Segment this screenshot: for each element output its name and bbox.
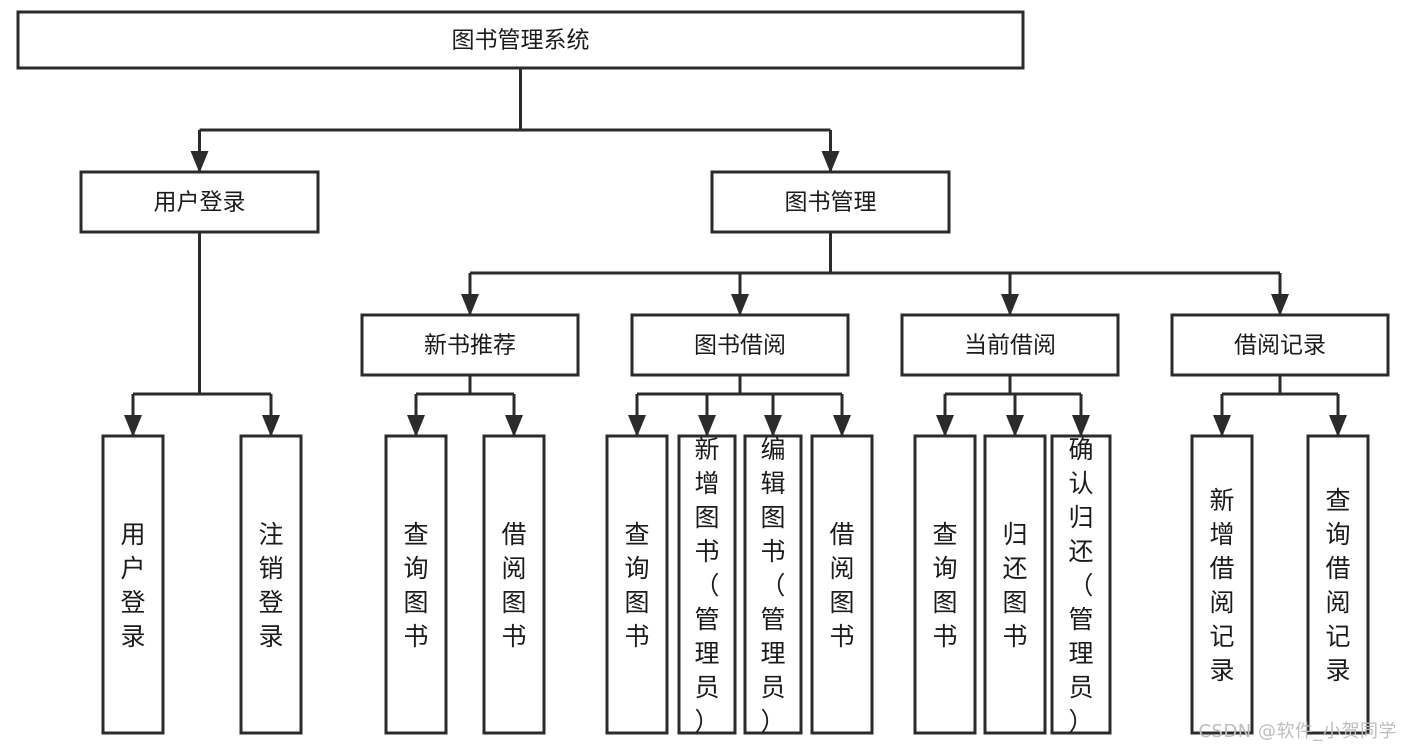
node-layer: 图书管理系统用户登录图书管理新书推荐图书借阅当前借阅借阅记录用户登录注销登录查询…: [16, 10, 1390, 736]
node-box[interactable]: [360, 313, 580, 377]
node-label: 查询图书: [624, 520, 649, 651]
node-label: 借阅图书: [829, 520, 854, 651]
node-b2[interactable]: 新增图书（管理员）: [677, 434, 737, 736]
node-c2[interactable]: 归还图书: [983, 434, 1047, 735]
node-label: 查询图书: [932, 520, 957, 651]
node-b1[interactable]: 查询图书: [605, 434, 669, 735]
node-r1[interactable]: 新增借阅记录: [1190, 434, 1254, 735]
node-label: 确认归还（管理员）: [1068, 435, 1093, 736]
node-box[interactable]: [983, 434, 1047, 735]
arrow-head-icon: [1271, 294, 1289, 316]
node-box[interactable]: [384, 434, 448, 735]
node-box[interactable]: [605, 434, 669, 735]
arrow-head-icon: [1006, 415, 1024, 437]
node-box[interactable]: [810, 434, 874, 735]
node-label: 新增借阅记录: [1209, 486, 1234, 685]
connector-group-root: [190, 68, 840, 173]
arrow-head-icon: [698, 415, 716, 437]
node-label: 查询图书: [403, 520, 428, 651]
connector-layer: [124, 68, 1347, 437]
node-label: 编辑图书（管理员）: [760, 435, 785, 736]
connector-group-borrow: [628, 375, 851, 437]
node-box[interactable]: [1306, 434, 1370, 735]
node-c3[interactable]: 确认归还（管理员）: [1050, 434, 1112, 736]
node-box[interactable]: [677, 434, 737, 735]
node-label: 查询借阅记录: [1325, 486, 1350, 685]
node-label: 图书管理: [785, 190, 877, 216]
node-label: 借阅图书: [501, 520, 526, 651]
node-borrow[interactable]: 图书借阅: [630, 313, 850, 377]
node-box[interactable]: [239, 434, 303, 735]
arrow-head-icon: [1213, 415, 1231, 437]
node-box[interactable]: [1190, 434, 1254, 735]
node-box[interactable]: [710, 170, 951, 234]
node-label: 图书借阅: [694, 333, 786, 359]
node-label: 用户登录: [154, 190, 246, 216]
node-bookmgmt[interactable]: 图书管理: [710, 170, 951, 234]
connector-group-current: [936, 375, 1090, 437]
node-box[interactable]: [630, 313, 850, 377]
node-b4[interactable]: 借阅图书: [810, 434, 874, 735]
connector-group-records: [1213, 375, 1347, 437]
node-n1[interactable]: 查询图书: [384, 434, 448, 735]
arrow-head-icon: [764, 415, 782, 437]
node-label: 新书推荐: [424, 333, 516, 359]
connector-group-newbook: [407, 375, 523, 437]
node-b3[interactable]: 编辑图书（管理员）: [743, 434, 803, 736]
connector-group-login: [124, 232, 280, 437]
arrow-head-icon: [1072, 415, 1090, 437]
arrow-head-icon: [1329, 415, 1347, 437]
arrow-head-icon: [821, 151, 840, 173]
node-box[interactable]: [1050, 434, 1112, 735]
node-label: 借阅记录: [1234, 333, 1326, 359]
watermark-label: CSDN @软件_小贺同学: [1198, 721, 1397, 742]
arrow-head-icon: [1001, 294, 1019, 316]
arrow-head-icon: [731, 294, 749, 316]
node-root[interactable]: 图书管理系统: [16, 10, 1025, 70]
node-n2[interactable]: 借阅图书: [482, 434, 546, 735]
arrow-head-icon: [407, 415, 425, 437]
node-l2[interactable]: 注销登录: [239, 434, 303, 735]
node-box[interactable]: [913, 434, 977, 735]
node-label: 归还图书: [1002, 520, 1027, 651]
node-login[interactable]: 用户登录: [79, 170, 320, 234]
node-records[interactable]: 借阅记录: [1170, 313, 1390, 377]
node-l1[interactable]: 用户登录: [101, 434, 165, 735]
node-box[interactable]: [743, 434, 803, 735]
node-label: 当前借阅: [964, 333, 1056, 359]
arrow-head-icon: [936, 415, 954, 437]
arrow-head-icon: [505, 415, 523, 437]
node-label: 注销登录: [258, 520, 283, 651]
node-box[interactable]: [482, 434, 546, 735]
node-r2[interactable]: 查询借阅记录: [1306, 434, 1370, 735]
node-label: 用户登录: [120, 520, 145, 651]
node-box[interactable]: [16, 10, 1025, 70]
arrow-head-icon: [190, 151, 209, 173]
node-c1[interactable]: 查询图书: [913, 434, 977, 735]
node-newbook[interactable]: 新书推荐: [360, 313, 580, 377]
node-label: 新增图书（管理员）: [694, 435, 719, 736]
node-box[interactable]: [79, 170, 320, 234]
node-current[interactable]: 当前借阅: [900, 313, 1120, 377]
arrow-head-icon: [461, 294, 479, 316]
arrow-head-icon: [124, 415, 142, 437]
connector-group-bookmgmt: [461, 232, 1289, 316]
arrow-head-icon: [262, 415, 280, 437]
arrow-head-icon: [833, 415, 851, 437]
node-box[interactable]: [1170, 313, 1390, 377]
node-label: 图书管理系统: [452, 28, 590, 54]
node-box[interactable]: [101, 434, 165, 735]
arrow-head-icon: [628, 415, 646, 437]
node-box[interactable]: [900, 313, 1120, 377]
